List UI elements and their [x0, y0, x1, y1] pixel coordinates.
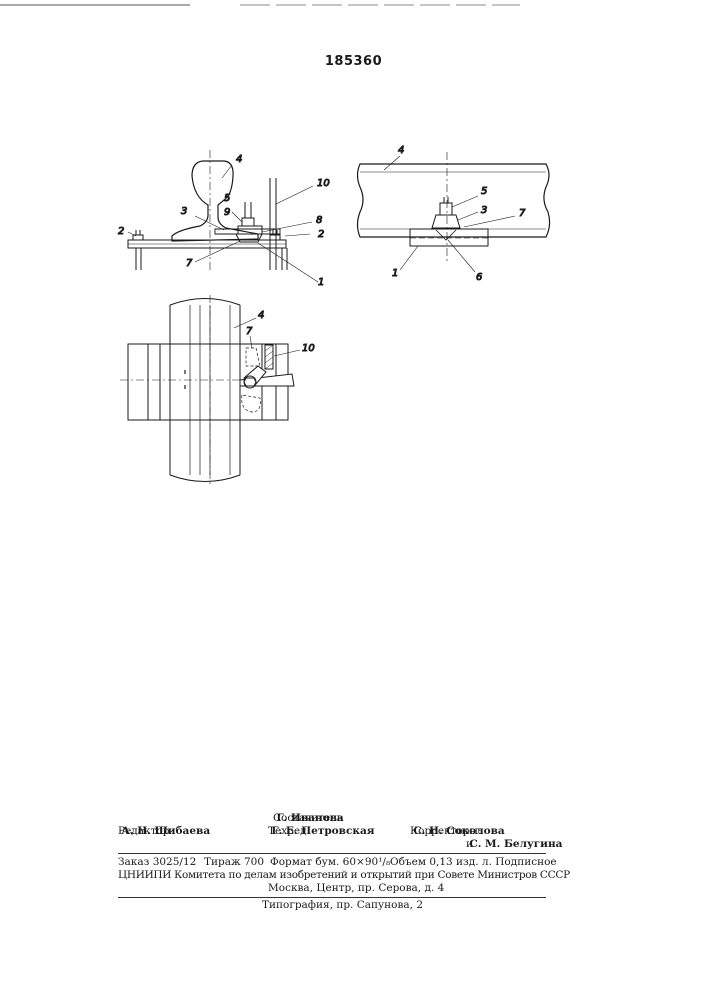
institute-line: ЦНИИПИ Комитета по делам изобретений и о… [118, 869, 570, 882]
correctors-label: Корректоры: [410, 825, 481, 838]
colophon-block: Составитель Г. Иванова Редактор А. Н. Ши… [118, 812, 546, 851]
corrector-2-prefix: и [466, 838, 473, 851]
publication-info: Заказ 3025/12 Тираж 700 Формат бум. 60×9… [118, 856, 546, 895]
fig3-label-10: 10 [302, 343, 315, 354]
fig2-label-3: 3 [481, 205, 487, 216]
figure-3-plan-view [120, 295, 300, 485]
fig3-label-7: 7 [246, 326, 253, 337]
colophon-rule-bottom [118, 897, 546, 898]
fig1-label-3: 3 [181, 206, 187, 217]
printer: Типография, пр. Сапунова, 2 [262, 899, 423, 912]
order-number: Заказ 3025/12 [118, 856, 196, 869]
fig2-label-7: 7 [519, 208, 526, 219]
corrector-2: С. М. Белугина [469, 838, 562, 850]
colophon-rule-top [118, 853, 546, 854]
compiler-label: Составитель [273, 812, 343, 825]
figure-1-rail-section [128, 150, 318, 282]
fig1-label-7: 7 [186, 258, 193, 269]
techred-label: Техред [268, 825, 307, 838]
fig1-label-5: 5 [224, 193, 230, 204]
fig1-label-4: 4 [236, 154, 242, 165]
fig1-label-2-left: 2 [118, 226, 124, 237]
fig2-label-5: 5 [481, 186, 487, 197]
volume: Объем 0,13 изд. л. Подписное [390, 856, 557, 869]
address: Москва, Центр, пр. Серова, д. 4 [268, 882, 444, 895]
print-run: Тираж 700 [204, 856, 264, 869]
fig1-label-10: 10 [317, 178, 330, 189]
fig2-label-1: 1 [392, 268, 398, 279]
fig1-label-8: 8 [316, 215, 322, 226]
paper-format: Формат бум. 60×90¹/₈ [270, 856, 390, 869]
fig1-label-1: 1 [318, 277, 324, 288]
printer-block: Типография, пр. Сапунова, 2 [118, 899, 546, 912]
fig2-label-4: 4 [398, 145, 404, 156]
fig1-label-2-right: 2 [318, 229, 324, 240]
fig3-label-4: 4 [258, 310, 264, 321]
fig2-label-6: 6 [476, 272, 482, 283]
editor-label: Редактор [118, 825, 169, 838]
fig1-label-9: 9 [224, 207, 230, 218]
